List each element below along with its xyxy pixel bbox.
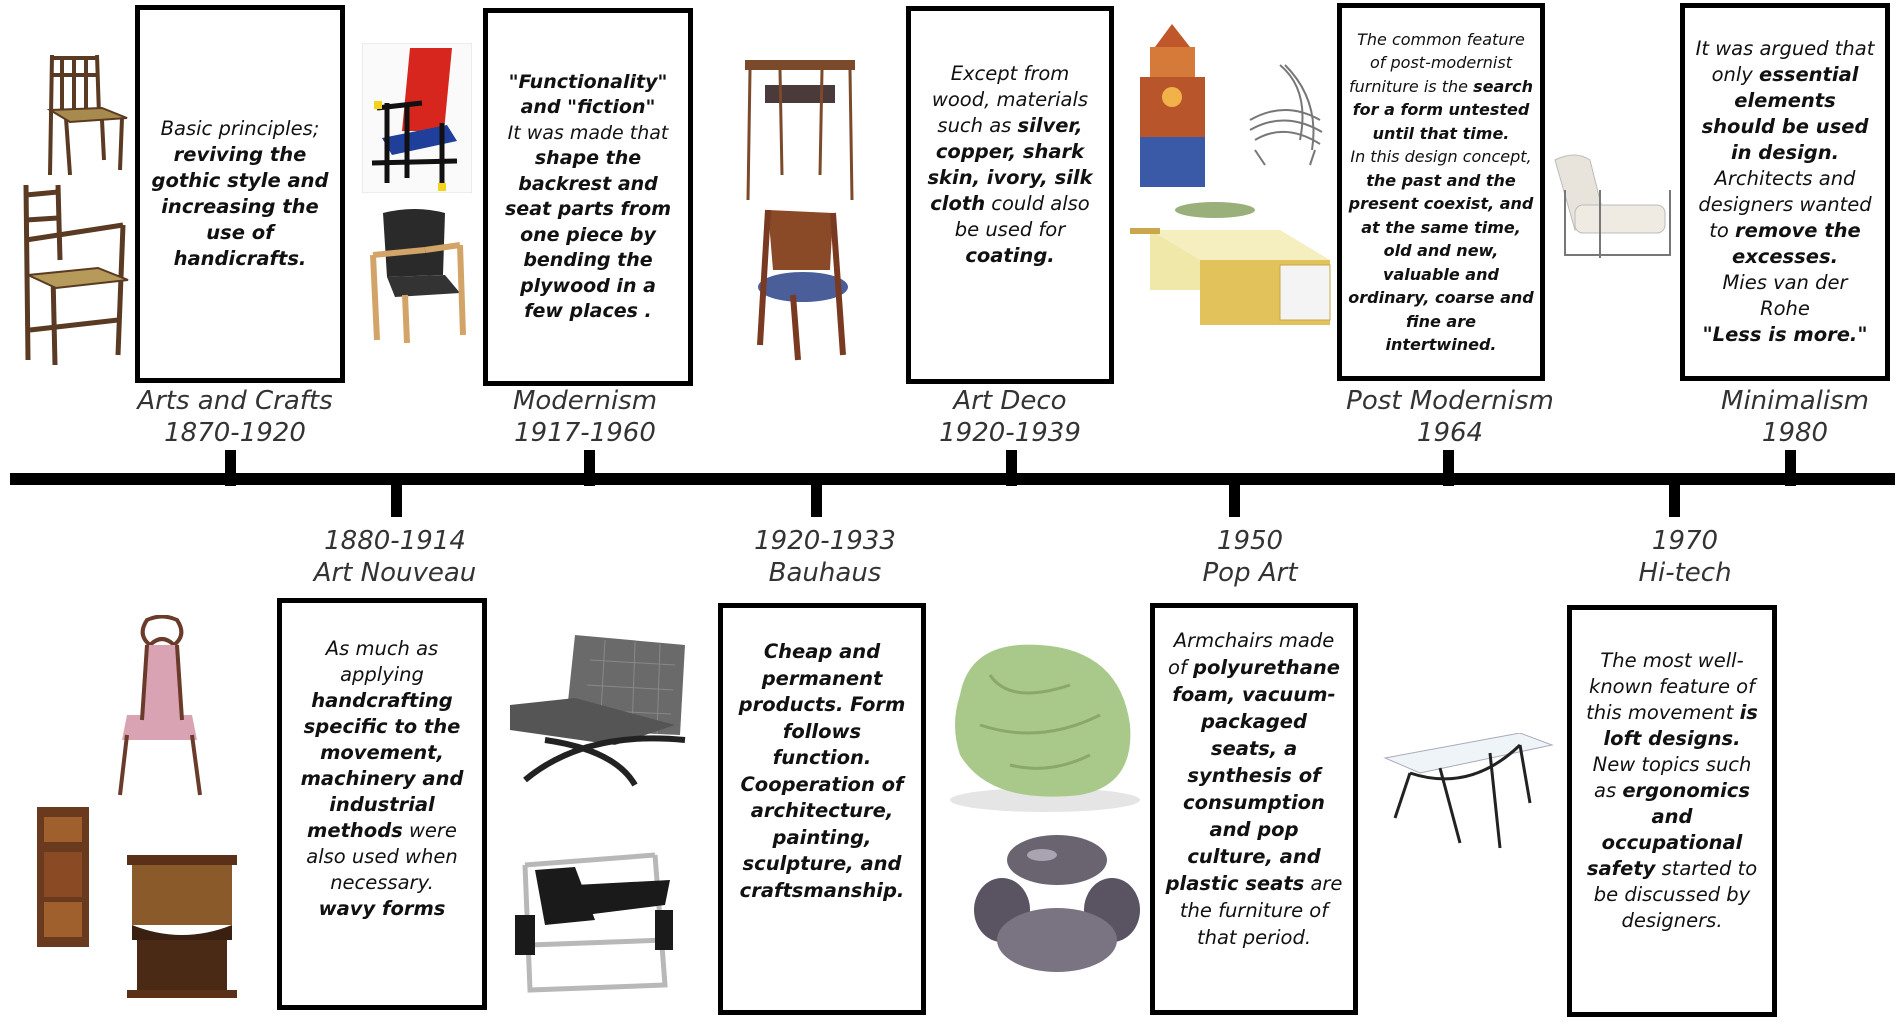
- period-name: Hi-tech: [1638, 558, 1732, 588]
- description-text: "Functionality" and "fiction" It was mad…: [505, 70, 671, 323]
- barcelona-chair-image: [510, 635, 686, 787]
- box-post-modernism: The common feature of post-modernist fur…: [1337, 3, 1545, 381]
- tick-hi-tech: [1669, 473, 1680, 517]
- timeline-axis: [10, 473, 1895, 485]
- description-text: Basic principles; reviving the gothic st…: [151, 117, 329, 270]
- label-hi-tech: 1970 Hi-tech: [1570, 525, 1800, 589]
- period-years: 1980: [1761, 418, 1829, 448]
- box-modernism: "Functionality" and "fiction" It was mad…: [483, 8, 693, 386]
- art-nouveau-cabinet-image: [37, 807, 89, 947]
- period-years: 1950: [1216, 526, 1284, 556]
- minimalist-lounge-chair-image: [1554, 154, 1671, 258]
- post-modern-bed-image: [1130, 202, 1331, 325]
- box-art-deco: Except from wood, materials such as silv…: [906, 6, 1114, 384]
- art-deco-chair-image: [757, 209, 848, 361]
- inflatable-armchair-image: [974, 835, 1140, 972]
- period-name: Modernism: [512, 386, 658, 416]
- art-nouveau-chair-image: [118, 615, 202, 796]
- arts-crafts-armchair-image: [23, 184, 129, 366]
- wassily-chair-image: [515, 852, 673, 993]
- period-name: Bauhaus: [768, 558, 882, 588]
- period-name: Minimalism: [1721, 386, 1869, 416]
- tick-pop-art: [1229, 473, 1240, 517]
- description-text: Except from wood, materials such as silv…: [927, 62, 1093, 267]
- red-blue-chair-image: [362, 43, 472, 193]
- art-nouveau-sideboard-image: [127, 855, 237, 998]
- description-text: It was argued that only essential elemen…: [1695, 37, 1875, 346]
- wire-lounge-chair-image: [1249, 64, 1323, 166]
- tick-minimalism: [1785, 450, 1796, 486]
- description-text: The most well-known feature of this move…: [1586, 649, 1758, 932]
- bean-bag-chair-image: [950, 644, 1140, 812]
- art-deco-side-table-image: [745, 60, 855, 201]
- box-hi-tech: The most well-known feature of this move…: [1567, 605, 1777, 1017]
- period-name: Art Deco: [953, 386, 1067, 416]
- label-pop-art: 1950 Pop Art: [1135, 525, 1365, 589]
- period-years: 1970: [1651, 526, 1719, 556]
- label-minimalism: Minimalism 1980: [1690, 385, 1900, 449]
- period-years: 1964: [1416, 418, 1484, 448]
- label-art-nouveau: 1880-1914 Art Nouveau: [280, 525, 510, 589]
- label-arts-and-crafts: Arts and Crafts 1870-1920: [130, 385, 340, 449]
- aalto-armchair-image: [370, 209, 466, 344]
- tick-art-deco: [1006, 450, 1017, 486]
- label-art-deco: Art Deco 1920-1939: [905, 385, 1115, 449]
- period-years: 1917-1960: [514, 418, 656, 448]
- label-post-modernism: Post Modernism 1964: [1335, 385, 1565, 449]
- description-text: The common feature of post-modernist fur…: [1348, 29, 1534, 355]
- tick-post-modernism: [1443, 450, 1454, 486]
- description-text: As much as applying handcrafting specifi…: [300, 637, 464, 920]
- box-bauhaus: Cheap and permanent products. Form follo…: [718, 603, 926, 1015]
- period-name: Art Nouveau: [313, 558, 477, 588]
- period-years: 1880-1914: [324, 526, 466, 556]
- box-art-nouveau: As much as applying handcrafting specifi…: [277, 598, 487, 1010]
- post-modern-cabinet-image: [1140, 24, 1205, 187]
- tick-modernism: [584, 450, 595, 486]
- period-years: 1870-1920: [164, 418, 306, 448]
- period-years: 1920-1933: [754, 526, 896, 556]
- description-text: Cheap and permanent products. Form follo…: [738, 640, 906, 902]
- box-arts-and-crafts: Basic principles; reviving the gothic st…: [135, 5, 345, 383]
- tick-bauhaus: [811, 473, 822, 517]
- arts-crafts-side-chair-image: [46, 54, 128, 176]
- box-pop-art: Armchairs made of polyurethane foam, vac…: [1150, 603, 1358, 1015]
- period-name: Pop Art: [1202, 558, 1298, 588]
- box-minimalism: It was argued that only essential elemen…: [1680, 3, 1890, 381]
- period-name: Arts and Crafts: [137, 386, 333, 416]
- description-text: Armchairs made of polyurethane foam, vac…: [1165, 629, 1343, 949]
- period-years: 1920-1939: [939, 418, 1081, 448]
- label-modernism: Modernism 1917-1960: [480, 385, 690, 449]
- hi-tech-table-image: [1383, 733, 1554, 849]
- period-name: Post Modernism: [1346, 386, 1554, 416]
- tick-art-nouveau: [391, 473, 402, 517]
- tick-arts-and-crafts: [225, 450, 236, 486]
- label-bauhaus: 1920-1933 Bauhaus: [710, 525, 940, 589]
